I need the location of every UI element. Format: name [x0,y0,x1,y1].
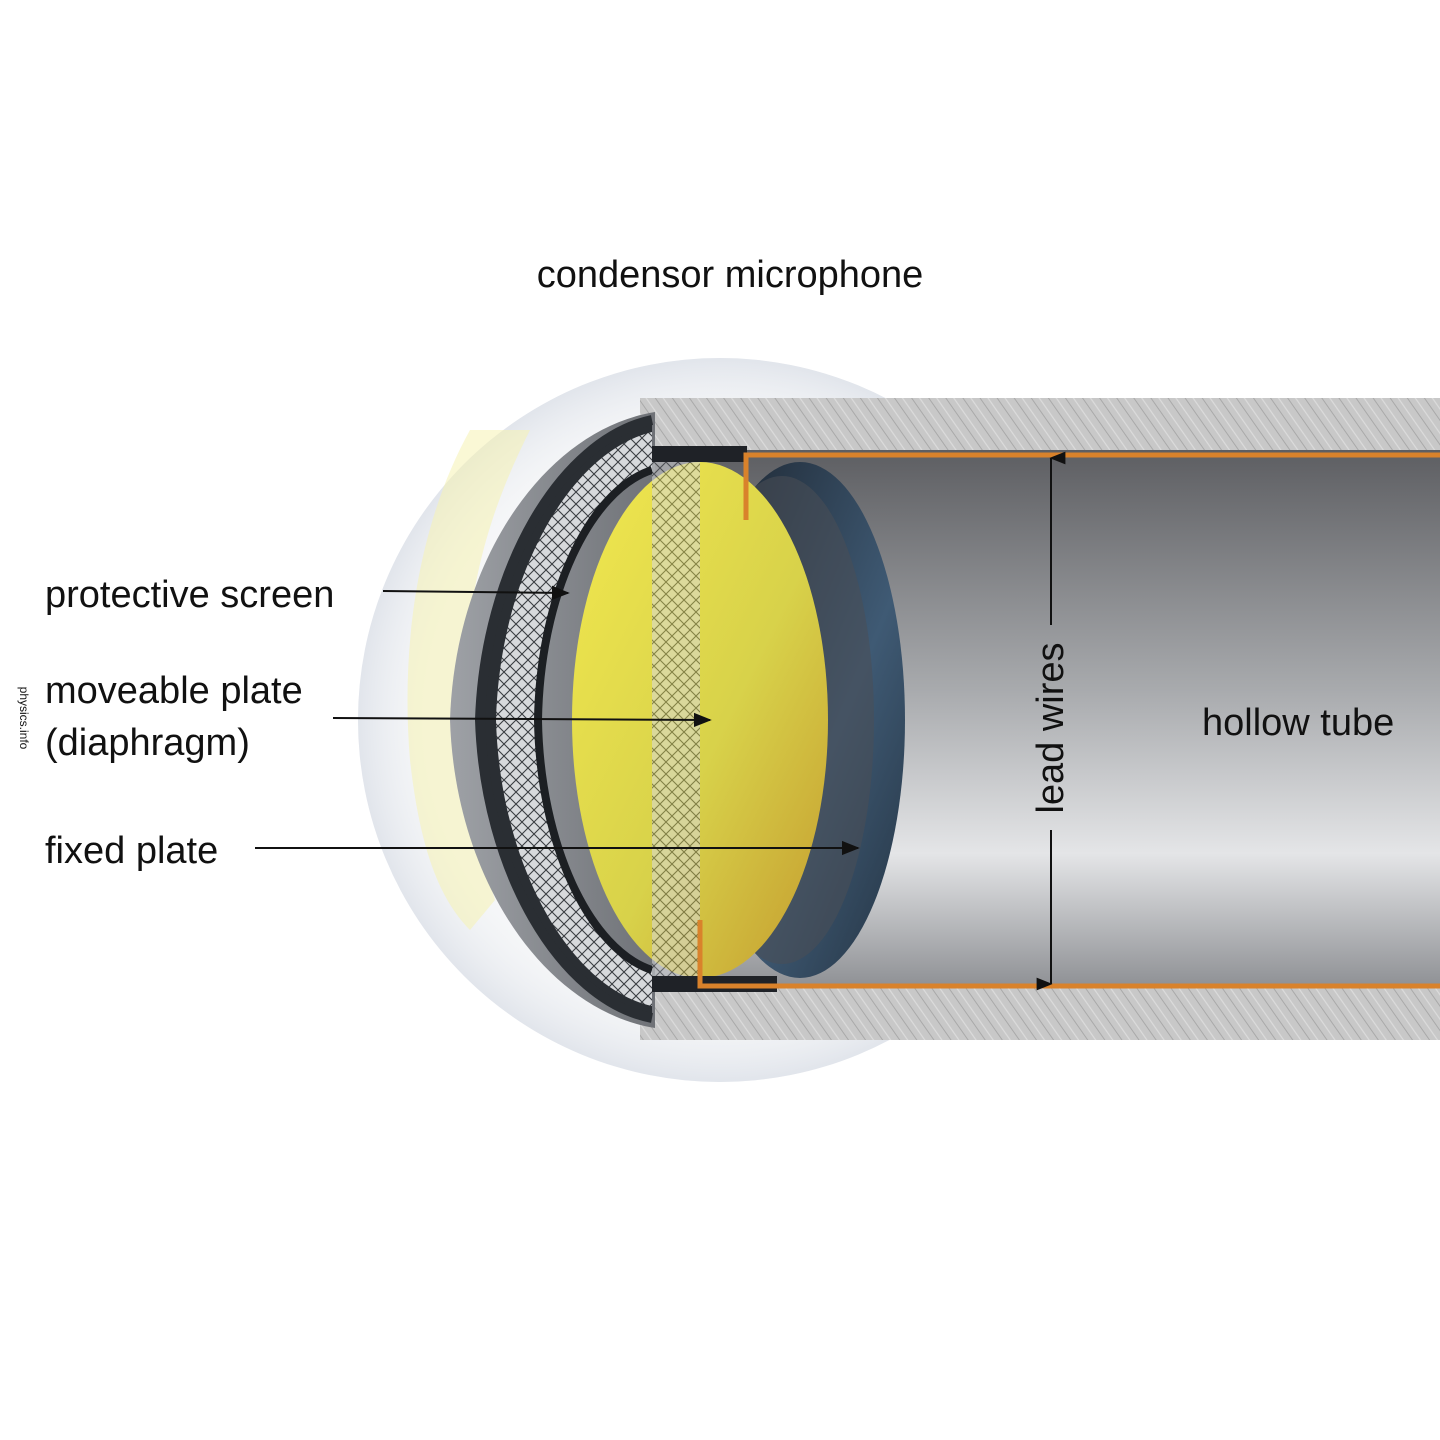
label-lead-wires: lead wires [1030,642,1072,813]
callout-arrows [255,585,860,856]
label-diaphragm: (diaphragm) [45,722,250,764]
watermark: physics.info [17,687,31,750]
diaphragm-arrow [332,712,712,728]
moveable-plate-diaphragm [572,462,828,980]
label-fixed-plate: fixed plate [45,830,218,872]
protective-screen-arrow [382,585,570,601]
lead-wires [697,452,1440,989]
label-protective-screen: protective screen [45,574,334,616]
label-moveable-plate: moveable plate [45,670,303,712]
label-hollow-tube: hollow tube [1202,702,1394,744]
diagram-title: condensor microphone [537,254,924,296]
